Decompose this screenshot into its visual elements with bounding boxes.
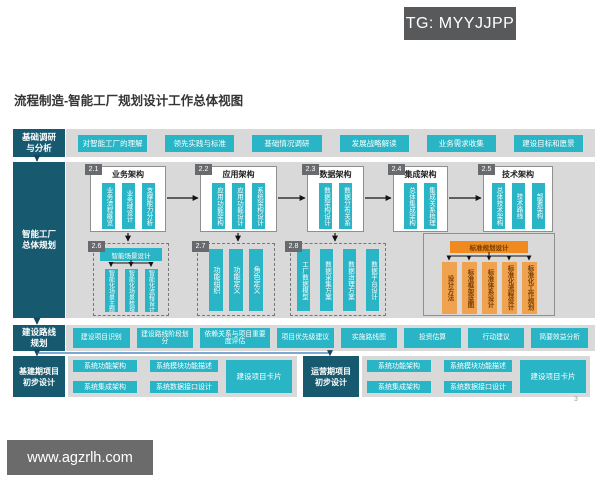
roadmap-item: 项目优先级建议: [276, 328, 334, 348]
standards-bar: 标准体系设计: [481, 262, 497, 314]
project-item: 系统模块功能描述: [150, 360, 218, 372]
phase-label-construction-project: 基建期项目 初步设计: [13, 356, 65, 397]
arch-box-technology: 2.5 技术架构 总体技术架构 技术路线 部署架构: [478, 164, 553, 232]
construction-project-band: 系统功能架构 系统模块功能描述 系统集成架构 系统数据接口设计 建设项目卡片: [68, 356, 297, 397]
watermark-badge: www.agzrlh.com: [7, 440, 153, 475]
arch-box-business: 2.1 业务架构 业务流程概览 业务域设计 支撑能力分析: [85, 164, 166, 232]
arch-bar: 系统架构设计: [252, 183, 265, 229]
project-item: 系统集成架构: [73, 381, 137, 393]
detail-bar: 功能定义: [229, 249, 243, 311]
arch-bar: 总体技术架构: [491, 183, 505, 229]
detail-bar: 智能化场景梳理: [124, 269, 138, 312]
standards-bar: 标准化工作规划: [521, 262, 537, 314]
badge-2-4: 2.4: [388, 164, 405, 175]
arch-bar: 应用功能设计: [232, 183, 245, 229]
phase-label-planning: 智能工厂 总体规划: [13, 162, 65, 318]
arch-bar: 数据分布关系: [339, 183, 352, 229]
arch-bar: 支撑能力分析: [141, 183, 155, 229]
project-item: 系统功能架构: [367, 360, 431, 372]
arch-bar: 部署架构: [531, 183, 545, 229]
arch-bar: 应用功能架构: [212, 183, 225, 229]
project-item: 系统数据接口设计: [150, 381, 218, 393]
badge-2-3: 2.3: [302, 164, 319, 175]
detail-bar: 智能化流程设计: [144, 269, 158, 312]
roadmap-item: 简要效益分析: [531, 328, 589, 348]
arch-bar: 总体集成架构: [404, 183, 417, 229]
phase-label-operation-project: 运营期项目 初步设计: [303, 356, 359, 397]
detail-box-data-plan: 2.8 工厂数据模型 数据采集方案 数据治理方案 数据平台设计: [285, 241, 386, 316]
research-band: 对智能工厂的理解 领先实践与标准 基础情况调研 发展战略解读 业务需求收集 建设…: [66, 129, 595, 157]
research-item: 对智能工厂的理解: [78, 134, 148, 152]
standards-bar: 标准框架蓝图: [461, 262, 477, 314]
research-item: 领先实践与标准: [165, 134, 235, 152]
badge-2-7: 2.7: [192, 241, 209, 252]
detail-bar: 数据采集方案: [320, 249, 333, 311]
arch-title: 集成架构: [404, 170, 437, 179]
badge-2-5: 2.5: [478, 164, 495, 175]
roadmap-item: 投资估算: [404, 328, 461, 348]
arch-box-application: 2.2 应用架构 应用功能架构 应用功能设计 系统架构设计: [195, 164, 277, 232]
badge-2-2: 2.2: [195, 164, 212, 175]
roadmap-item: 建设路线阶段划分: [136, 328, 194, 348]
arch-title: 应用架构: [222, 170, 255, 179]
scenario-design-header: 智能场景设计: [100, 248, 162, 261]
detail-bar: 数据治理方案: [343, 249, 356, 311]
arch-bar: 业务域设计: [121, 183, 135, 229]
arch-title: 业务架构: [112, 170, 144, 179]
roadmap-band: 建设项目识别 建设路线阶段划分 依赖关系与项目重要度评估 项目优先级建议 实施路…: [66, 325, 595, 351]
arch-bar: 业务流程概览: [101, 183, 115, 229]
detail-bar: 智能化场景主题: [104, 269, 118, 312]
roadmap-item: 依赖关系与项目重要度评估: [200, 328, 270, 348]
detail-bar: 工厂数据模型: [297, 249, 310, 311]
research-item: 业务需求收集: [426, 134, 496, 152]
tg-badge: TG: MYYJJPP: [404, 7, 516, 40]
roadmap-item: 行动建议: [467, 328, 525, 348]
standards-box: 标准规划设计 设计方法 标准框架蓝图 标准体系设计 标准化流程设计 标准化工作规…: [423, 233, 555, 316]
detail-box-function: 2.7 功能组织 功能定义 角色定义: [192, 241, 275, 316]
arch-bar: 技术路线: [511, 183, 525, 229]
arch-bar: 数据架构设计: [319, 183, 332, 229]
arch-box-data: 2.3 数据架构 数据架构设计 数据分布关系: [302, 164, 364, 232]
roadmap-item: 建设项目识别: [73, 328, 130, 348]
project-item: 系统模块功能描述: [444, 360, 512, 372]
standards-header: 标准规划设计: [450, 241, 528, 253]
page-number: 3: [574, 396, 578, 403]
standards-bar: 设计方法: [441, 262, 457, 314]
arch-title: 技术架构: [502, 170, 534, 179]
badge-2-8: 2.8: [285, 241, 302, 252]
planning-band: 2.1 业务架构 业务流程概览 业务域设计 支撑能力分析 2.2 应用架构 应用…: [66, 162, 595, 318]
badge-2-1: 2.1: [85, 164, 102, 175]
research-item: 基础情况调研: [252, 134, 322, 152]
research-item: 发展战略解读: [339, 134, 409, 152]
phase-label-research: 基础调研 与分析: [13, 129, 65, 157]
detail-box-scenario: 2.6 智能场景设计 智能化场景主题 智能化场景梳理 智能化流程设计: [88, 241, 169, 316]
project-card: 建设项目卡片: [226, 360, 292, 393]
operation-project-band: 系统功能架构 系统模块功能描述 系统集成架构 系统数据接口设计 建设项目卡片: [362, 356, 590, 397]
detail-bar: 角色定义: [249, 249, 263, 311]
project-item: 系统数据接口设计: [444, 381, 512, 393]
detail-bar: 功能组织: [209, 249, 223, 311]
research-item: 建设目标和愿景: [513, 134, 584, 152]
badge-2-6: 2.6: [88, 241, 105, 252]
arch-bar: 集成关系梳理: [424, 183, 437, 229]
project-card: 建设项目卡片: [520, 360, 586, 393]
standards-bar: 标准化流程设计: [501, 262, 517, 314]
project-item: 系统集成架构: [367, 381, 431, 393]
arch-box-integration: 2.4 集成架构 总体集成架构 集成关系梳理: [388, 164, 448, 232]
page-title: 流程制造-智能工厂规划设计工作总体视图: [14, 94, 244, 108]
project-item: 系统功能架构: [73, 360, 137, 372]
phase-label-roadmap: 建设路线 规划: [13, 325, 65, 351]
roadmap-item: 实施路线图: [340, 328, 398, 348]
detail-bar: 数据平台设计: [366, 249, 379, 311]
arch-title: 数据架构: [319, 170, 352, 179]
